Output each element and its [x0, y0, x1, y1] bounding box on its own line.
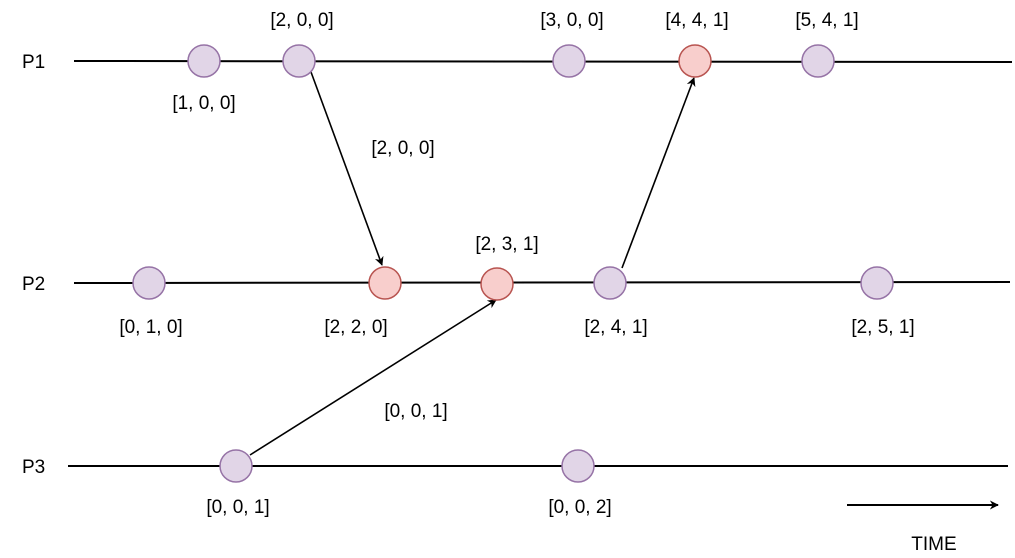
event-node-p2-1 [132, 266, 166, 300]
message-arrow-m1 [310, 71, 384, 266]
event-node-p3-2 [561, 449, 595, 483]
clock-label-p2-5: [2, 5, 1] [851, 317, 914, 338]
clock-label-p2-2: [2, 2, 0] [324, 317, 387, 338]
process-label-p3: P3 [22, 457, 45, 478]
clock-label-p1-1: [1, 0, 0] [172, 93, 235, 114]
event-node-p1-5 [801, 44, 835, 78]
message-arrow-m2 [249, 299, 497, 456]
clock-label-p2-4: [2, 4, 1] [584, 317, 647, 338]
event-node-p1-2 [282, 44, 316, 78]
event-node-p1-1 [187, 44, 221, 78]
clock-label-p3-1: [0, 0, 1] [206, 497, 269, 518]
event-node-p2-4 [593, 266, 627, 300]
clock-label-p3-2: [0, 0, 2] [548, 497, 611, 518]
message-label-m2: [0, 0, 1] [384, 401, 447, 422]
event-node-p2-3 [480, 267, 514, 301]
clock-label-p2-3: [2, 3, 1] [475, 234, 538, 255]
clock-label-p1-2: [2, 0, 0] [270, 10, 333, 31]
event-node-p3-1 [219, 449, 253, 483]
event-node-p2-5 [860, 266, 894, 300]
process-label-p2: P2 [22, 274, 45, 295]
clock-label-p1-5: [5, 4, 1] [795, 10, 858, 31]
clock-label-p2-1: [0, 1, 0] [119, 317, 182, 338]
timeline-p1 [73, 60, 1013, 63]
event-node-p2-2 [368, 266, 402, 300]
clock-label-p1-3: [3, 0, 0] [540, 10, 603, 31]
event-node-p1-3 [552, 44, 586, 78]
process-label-p1: P1 [22, 52, 45, 73]
time-axis-label: TIME [911, 534, 956, 555]
message-label-m1: [2, 0, 0] [371, 138, 434, 159]
message-arrow-m3 [621, 77, 696, 269]
timeline-p2 [73, 281, 1011, 284]
event-node-p1-4 [678, 44, 712, 78]
clock-label-p1-4: [4, 4, 1] [665, 10, 728, 31]
